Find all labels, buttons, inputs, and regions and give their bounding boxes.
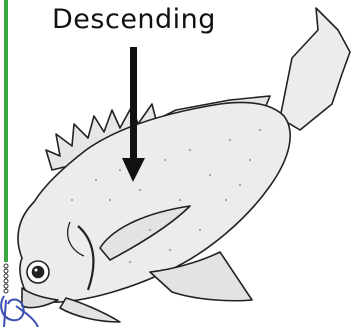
leader-chain xyxy=(4,264,8,293)
fish-pelvic-fin xyxy=(60,298,120,322)
down-arrow-icon xyxy=(122,47,145,182)
fish-tail xyxy=(280,8,350,130)
fish-icon xyxy=(18,8,350,322)
